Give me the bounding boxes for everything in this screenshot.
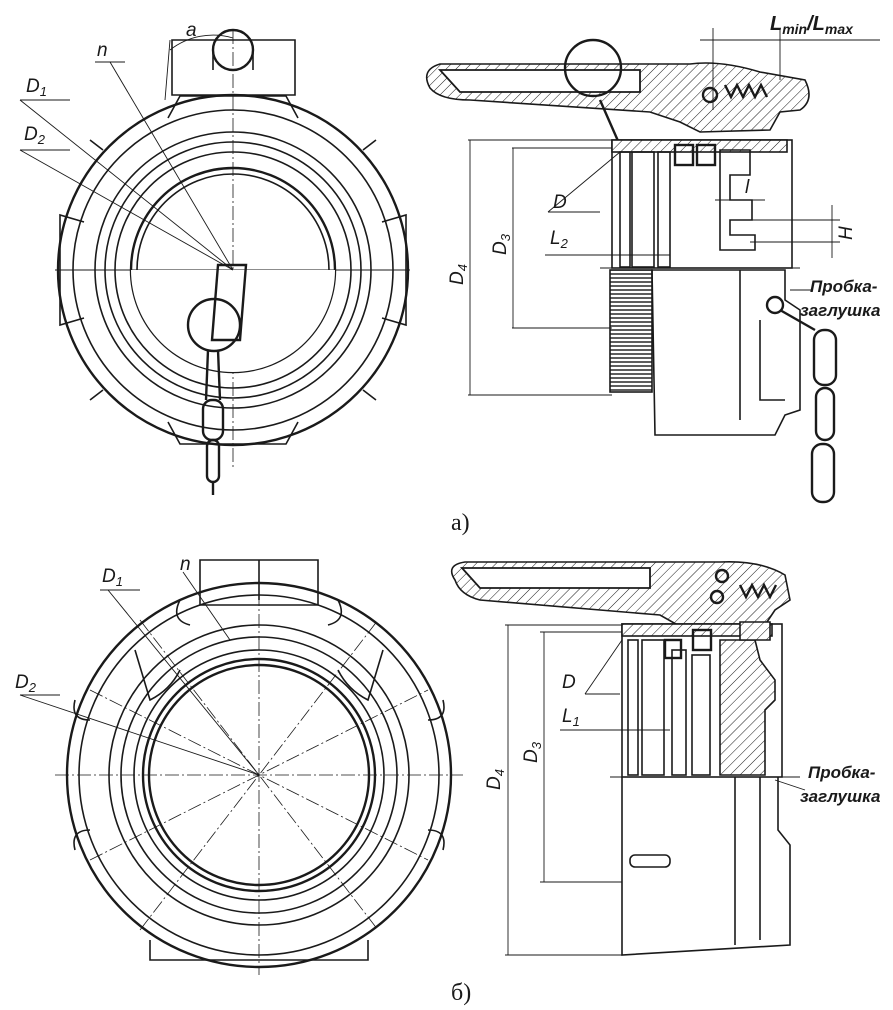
plug-label-a-line1: Пробка- — [810, 277, 878, 296]
plug-label-b-line1: Пробка- — [808, 763, 876, 782]
plug-label-a-line2: заглушка — [800, 301, 880, 320]
l1-label: L1 — [562, 706, 580, 729]
plug-label-b-line2: заглушка — [800, 787, 880, 806]
n-label-a: n — [97, 40, 108, 61]
figure-b-front-view: n D1 D2 — [15, 554, 463, 975]
d4-label-b: D4 — [484, 769, 507, 790]
d3-label-a: D3 — [490, 233, 513, 255]
d-label-b: D — [562, 672, 576, 693]
caption-a: а) — [451, 510, 470, 536]
n-label-b: n — [180, 554, 191, 575]
d4-label-a: D4 — [447, 264, 470, 285]
lmin-lmax-label: Lmin/Lmax — [770, 13, 854, 37]
h-label: H — [836, 226, 857, 240]
figure-b-side-view: D L1 D3 D4 Пробка- заглушка — [450, 560, 880, 956]
d-label-a: D — [553, 192, 567, 213]
d2-label-a: D2 — [24, 124, 46, 147]
angle-a-label: a — [186, 20, 197, 41]
d3-label-b: D3 — [521, 741, 544, 763]
l2-label: L2 — [550, 228, 569, 251]
figure-a-side-view: Lmin/Lmax D L2 l H D3 D4 Пробка- заглушк… — [425, 13, 880, 504]
d1-label-a: D1 — [26, 76, 47, 99]
d2-label-b: D2 — [15, 672, 37, 695]
figure-a-front-view: a n D1 D2 — [19, 20, 410, 495]
caption-b: б) — [451, 980, 471, 1006]
d1-label-b: D1 — [102, 566, 123, 589]
l-label: l — [745, 177, 750, 198]
